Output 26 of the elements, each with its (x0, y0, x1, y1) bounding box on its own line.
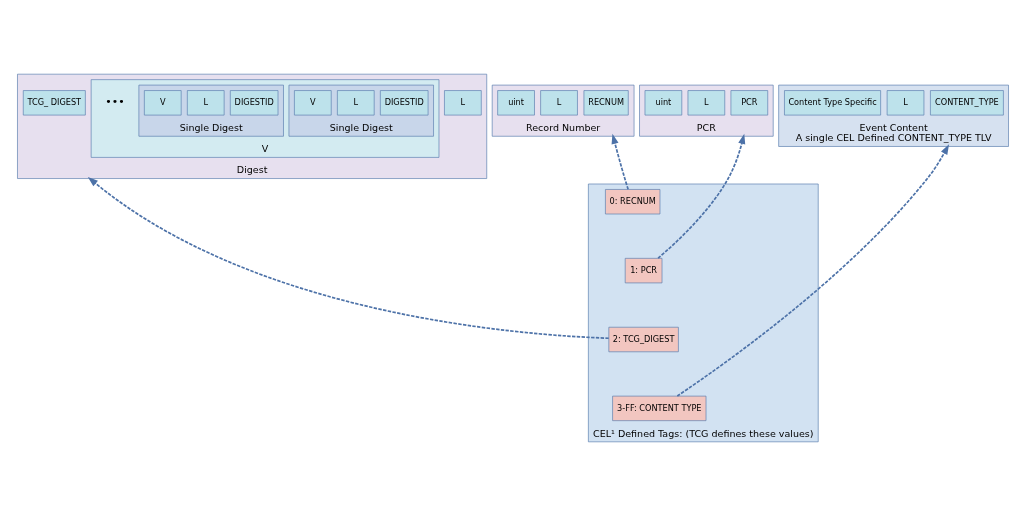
arrow (657, 133, 746, 259)
node-box: L (337, 89, 375, 115)
node-box: L (687, 89, 726, 115)
node-box: RECNUM (583, 89, 629, 115)
node-box: 3-FF: CONTENT TYPE (612, 395, 707, 421)
node-box: uint (644, 89, 683, 115)
arrow (611, 133, 629, 190)
node-box: L (187, 89, 225, 115)
node-box: TCG_ DIGEST (22, 89, 86, 115)
node-box: L (886, 89, 925, 115)
arrow (676, 143, 950, 397)
node-box: uint (497, 89, 535, 115)
label: ••• (105, 94, 125, 108)
node-box: 0: RECNUM (605, 188, 661, 214)
node-box: L (540, 89, 578, 115)
node-box: Content Type Specific (784, 89, 881, 115)
node-box: V (144, 89, 182, 115)
node-box: DIGESTID (380, 89, 429, 115)
node-box: 1: PCR (624, 257, 663, 283)
node-box: PCR (730, 89, 769, 115)
node-box: CONTENT_TYPE (930, 89, 1004, 115)
node-box: L (444, 89, 482, 115)
node-box: 2: TCG_DIGEST (608, 326, 679, 352)
node-box: DIGESTID (229, 89, 279, 115)
node-box: V (294, 89, 332, 115)
arrow (87, 176, 610, 339)
